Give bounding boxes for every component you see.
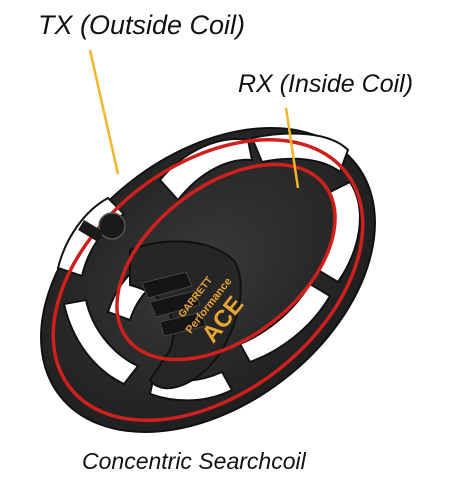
tx-label: TX (Outside Coil) — [38, 10, 246, 40]
coil-center-hub — [129, 240, 242, 390]
cable-connector — [78, 212, 126, 242]
rx-inner-coil-ring — [115, 162, 337, 362]
diagram-caption: Concentric Searchcoil — [82, 448, 306, 474]
tx-leader-line — [88, 49, 120, 175]
tx-outer-coil-ring — [51, 137, 365, 423]
rx-leader-line — [284, 107, 300, 189]
rx-label: RX (Inside Coil) — [238, 70, 414, 98]
